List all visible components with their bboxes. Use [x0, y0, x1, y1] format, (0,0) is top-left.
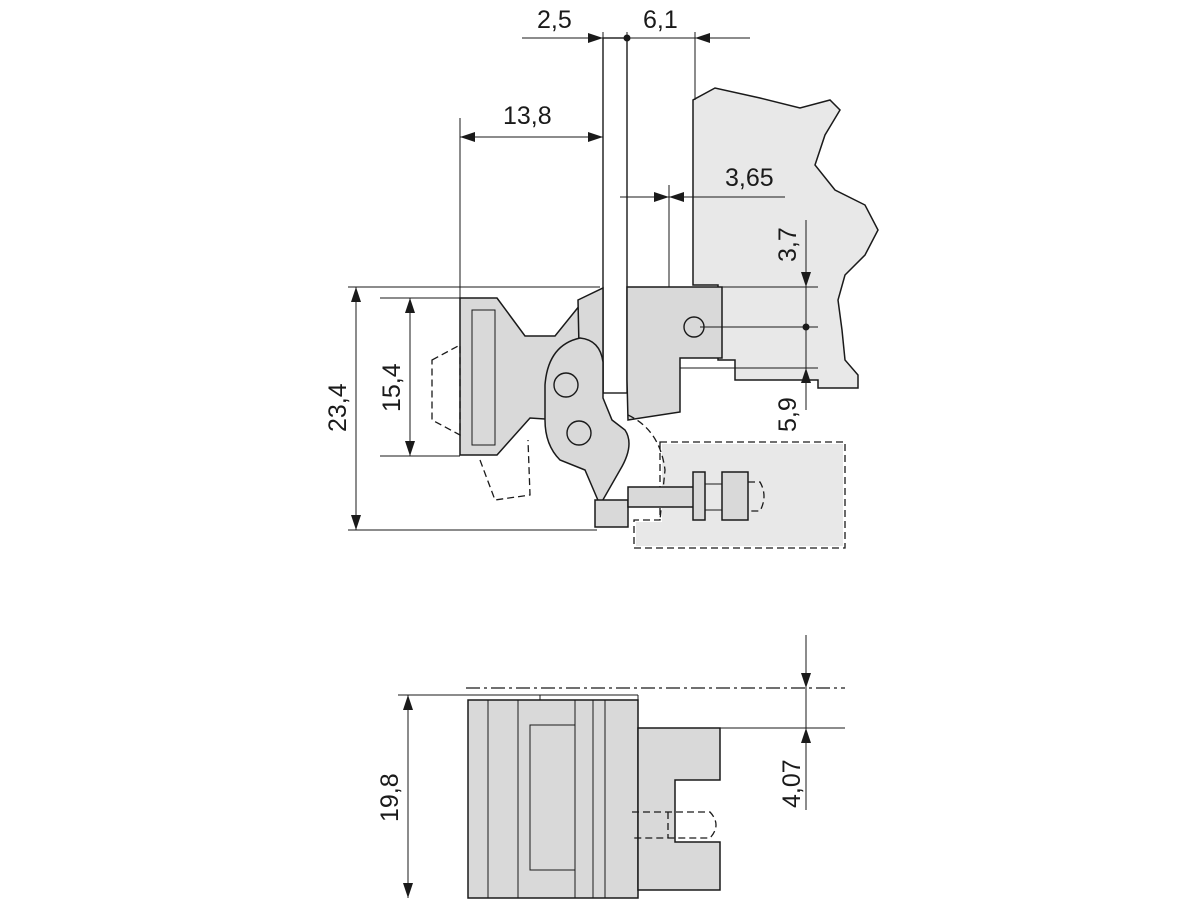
top-view: 19,8 4,07 [376, 635, 845, 899]
dim-5-9: 5,9 [774, 397, 802, 432]
stud-shaft [627, 486, 699, 508]
dim-6-1: 6,1 [643, 6, 678, 34]
panel-edge-strip [602, 37, 628, 394]
dim-19-8: 19,8 [376, 773, 404, 822]
dim-23-4: 23,4 [324, 383, 352, 432]
stud-top-view [632, 811, 717, 839]
lever-handle-inner [471, 309, 496, 446]
rotating-pawl [544, 337, 630, 507]
dim-3-65: 3,65 [725, 164, 774, 192]
right-bracket [626, 286, 723, 421]
dim-2-5: 2,5 [537, 6, 572, 34]
bracket-top-view [637, 727, 721, 891]
side-view: 2,5 6,1 13,8 3,65 3,7 5,9 23,4 15 [324, 6, 879, 549]
dim-13-8: 13,8 [503, 102, 552, 130]
mounting-panel [692, 87, 879, 389]
stud-washer [692, 471, 706, 521]
latch-body-top [467, 699, 639, 899]
latch-foot [594, 499, 629, 528]
lever-alt-position [431, 343, 531, 501]
dim-15-4: 15,4 [378, 363, 406, 412]
stud-nut [721, 471, 749, 521]
mating-part-outline [633, 441, 846, 549]
dim-3-7: 3,7 [774, 227, 802, 262]
pivot-hole-top [553, 372, 579, 398]
dim-4-07: 4,07 [778, 759, 806, 808]
latch-arc [627, 414, 666, 521]
pivot-hole-bottom [566, 420, 592, 446]
stud-end [748, 481, 765, 512]
